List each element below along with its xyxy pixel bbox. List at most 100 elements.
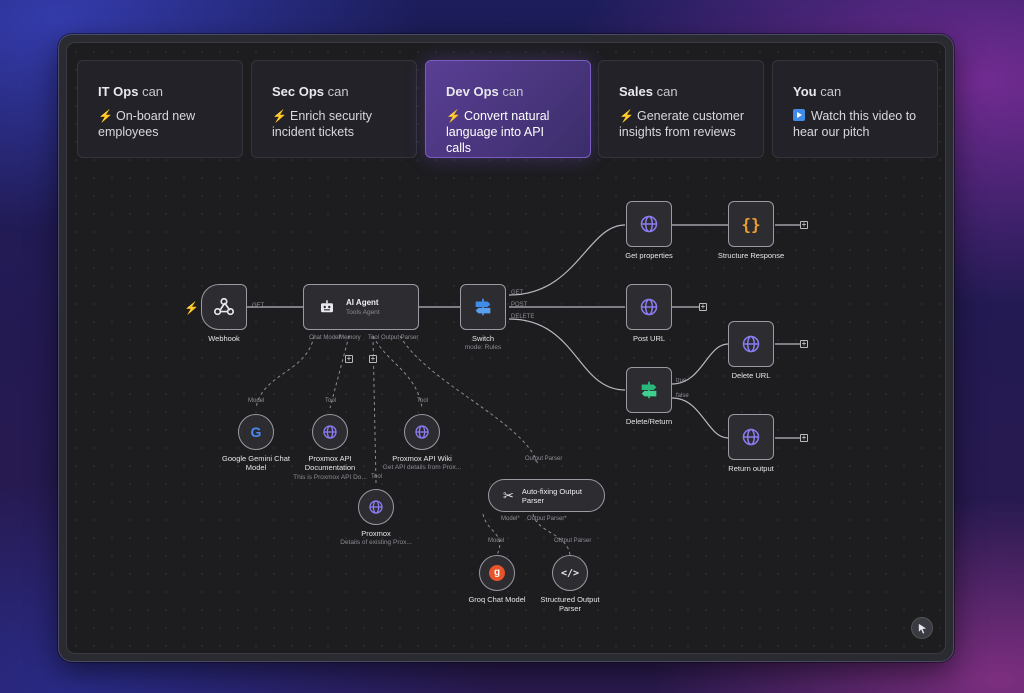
bolt-icon: ⚡ [272, 109, 287, 123]
autofix-port: Output Parser [525, 456, 563, 462]
node-post-url[interactable] [626, 284, 672, 330]
node-structure-response[interactable]: {} [728, 201, 774, 247]
edge-groq-model [482, 513, 501, 556]
tab-suffix: can [656, 84, 678, 99]
braces-icon: {} [741, 214, 761, 234]
tab-team: You [793, 84, 817, 99]
bolt-icon: ⚡ [619, 109, 634, 123]
return-output-label: Return output [728, 464, 774, 473]
globe-icon [323, 425, 337, 439]
node-proxmox[interactable] [358, 489, 394, 525]
node-switch[interactable] [460, 284, 506, 330]
edge-wiki-tool [372, 335, 423, 409]
robot-icon [321, 300, 333, 313]
bolt-icon: ⚡ [98, 109, 113, 123]
tab-team: Sales [619, 84, 653, 99]
switch-label: Switch [471, 334, 495, 343]
delete-return-label: Delete/Return [625, 417, 673, 426]
node-delete-return[interactable] [626, 367, 672, 413]
tab-team: Sec Ops [272, 84, 325, 99]
tab-desc: On-board new employees [98, 109, 196, 139]
demo-window: IT Ops can ⚡On-board new employees Sec O… [58, 34, 954, 662]
groq-port: Model [488, 538, 505, 544]
tab-team: Dev Ops [446, 84, 499, 99]
tab-sales[interactable]: Sales can ⚡Generate customer insights fr… [598, 60, 764, 158]
globe-icon [415, 425, 429, 439]
signpost-icon [475, 298, 491, 316]
bolt-icon: ⚡ [446, 109, 461, 123]
tab-suffix: can [502, 84, 524, 99]
cursor-icon [918, 623, 926, 634]
node-get-properties[interactable] [626, 201, 672, 247]
tab-it-ops[interactable]: IT Ops can ⚡On-board new employees [77, 60, 243, 158]
wiki-label: Proxmox API Wiki [392, 454, 452, 463]
node-delete-url[interactable] [728, 321, 774, 367]
proxmox-label: Proxmox [361, 529, 391, 538]
add-after-delete-button[interactable]: + [800, 339, 808, 348]
docs-port: Tool [325, 398, 337, 404]
node-proxmox-docs[interactable] [312, 414, 348, 450]
webhook-label: Webhook [208, 334, 240, 343]
add-tool-button[interactable]: + [369, 354, 377, 363]
globe-icon [742, 335, 760, 353]
node-structured-parser[interactable]: </> [552, 555, 588, 591]
globe-icon [640, 298, 658, 316]
node-proxmox-wiki[interactable] [404, 414, 440, 450]
globe-icon [369, 500, 383, 514]
webhook-icon [214, 297, 234, 316]
agent-port-tool: Tool [368, 335, 380, 341]
switch-out-post: POST [511, 302, 528, 308]
ai-agent-subtitle: Tools Agent [346, 309, 380, 316]
docs-label: Proxmox API Documentation [304, 454, 356, 472]
groq-icon: g [489, 565, 505, 581]
signpost-icon [641, 381, 657, 399]
switch-out-delete: DELETE [511, 314, 535, 320]
add-after-post-button[interactable]: + [699, 302, 707, 311]
autofix-label: Auto-fixing Output Parser [521, 486, 582, 505]
tab-sec-ops[interactable]: Sec Ops can ⚡Enrich security incident ti… [251, 60, 417, 158]
add-after-structure-button[interactable]: + [800, 220, 808, 229]
add-after-return-button[interactable]: + [800, 433, 808, 442]
switch-out-get: GET [511, 290, 524, 296]
tab-suffix: can [142, 84, 164, 99]
delete-return-out-false: false [676, 393, 689, 399]
node-gemini[interactable]: G [238, 414, 274, 450]
tab-dev-ops[interactable]: Dev Ops can ⚡Convert natural language in… [425, 60, 591, 158]
tools-icon: ✂ [503, 487, 514, 503]
code-icon: </> [560, 567, 580, 579]
webhook-port: GET [252, 303, 265, 309]
trigger-bolt-icon: ⚡ [184, 301, 199, 315]
edge-switch-get [508, 224, 626, 296]
google-icon: G [250, 424, 262, 440]
docs-subtitle: This is Proxmox API Do... [293, 474, 367, 481]
node-autofix-parser[interactable]: ✂ Auto-fixing Output Parser [488, 479, 605, 512]
edge-true-delete [671, 343, 729, 385]
node-return-output[interactable] [728, 414, 774, 460]
node-webhook[interactable] [201, 284, 247, 330]
edge-switch-delete [508, 318, 626, 391]
tab-desc: Generate customer insights from reviews [619, 109, 744, 139]
get-properties-label: Get properties [625, 251, 673, 260]
gemini-label: Google Gemini Chat Model [222, 454, 290, 472]
node-groq[interactable]: g [479, 555, 515, 591]
autofix-port-model: Model* [501, 516, 520, 522]
ai-agent-title: AI Agent [346, 298, 379, 307]
agent-port-chat-model: Chat Model* [309, 335, 343, 341]
gemini-port: Model [248, 398, 265, 404]
edge-gemini-model [255, 335, 315, 409]
add-memory-button[interactable]: + [345, 354, 353, 363]
agent-port-output-parser: Output Parser [381, 335, 419, 341]
tab-desc: Watch this video to hear our pitch [793, 109, 917, 139]
node-ai-agent[interactable]: AI Agent Tools Agent [303, 284, 419, 330]
tab-suffix: can [820, 84, 842, 99]
wiki-subtitle: Get API details from Prox... [382, 464, 462, 471]
tab-you[interactable]: You can Watch this video to hear our pit… [772, 60, 938, 158]
autofix-port-parser: Output Parser* [527, 516, 567, 522]
tab-suffix: can [327, 84, 349, 99]
structure-response-label: Structure Response [717, 251, 785, 260]
pointer-mode-button[interactable] [911, 617, 933, 639]
tab-desc: Convert natural language into API calls [446, 109, 550, 155]
wiki-port: Tool [417, 398, 429, 404]
delete-url-label: Delete URL [731, 371, 771, 380]
structured-label: Structured Output Parser [540, 595, 600, 613]
